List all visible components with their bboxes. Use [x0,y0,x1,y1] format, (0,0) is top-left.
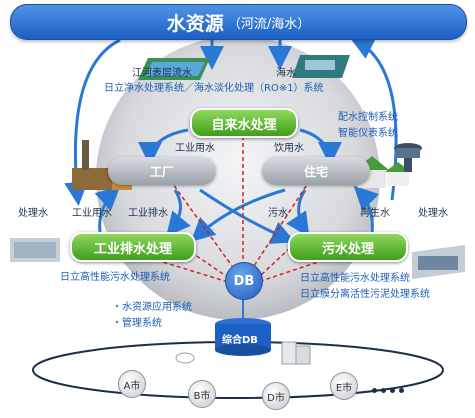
label-industrial-water-left: 工业用水 [72,208,112,219]
monitor-icon [175,352,195,364]
db-system-item-2: ・管理系统 [112,314,162,329]
label-industrial-water-top: 工业用水 [175,143,215,154]
bullet: ・ [112,302,122,313]
label-right-sewage-system: 日立高性能污水处理系统 [300,273,410,284]
bullet: ・ [112,318,122,329]
label-sewage-water: 污水 [268,208,288,219]
label-distribution-control: 配水控制系统 [338,112,398,123]
water-resource-title: 水资源 （河流/海水） [10,4,467,40]
db-node: DB [225,262,263,300]
arrow-industrial-water [138,128,189,166]
label-seawater: 海水 [276,68,296,79]
integrated-db-label: 综合DB [222,335,258,346]
arrow-industrial-discharge [166,189,191,237]
city-b: B市 [188,380,216,408]
label-left-sewage-system: 日立高性能污水处理系统 [60,272,170,283]
label-membrane-system: 日立膜分离活性污泥处理系统 [300,289,430,300]
city-c: D市 [262,382,290,410]
water-tower-icon [394,143,422,172]
label-smart-meter: 智能仪表系统 [338,128,398,139]
sewage-plant-icon [412,245,465,279]
river-photo [138,58,210,80]
db-system-item-1: ・水资源应用系统 [112,298,192,313]
label-treated-water-left: 处理水 [18,208,48,219]
label-river-surface: 江河表层流水 [132,68,192,79]
title-main: 水资源 [166,12,224,35]
database-icon [215,318,271,356]
label-purification-system: 日立净水处理系统／海水淡化处理（RO※1）系统 [104,83,324,94]
arrow-sewage [286,189,310,237]
label-water-resource-app: 水资源应用系统 [122,302,192,313]
more-cities-ellipsis [372,378,408,397]
arrow-drinking-water [299,128,342,166]
industrial-plant-icon [10,238,60,262]
residence-node: 住宅 [262,157,370,185]
sewage-treatment-node: 污水处理 [288,232,408,262]
label-drinking-water: 饮用水 [274,143,304,154]
tap-water-node: 自来水处理 [190,108,298,138]
label-management-system: 管理系统 [122,318,162,329]
arrow-recycled [353,185,380,233]
city-e: E市 [330,372,358,400]
server-icon [281,341,311,365]
arrow-cross-2 [190,188,286,243]
factory-node: 工厂 [108,157,216,185]
city-a: A市 [118,370,146,398]
seawater-plant-photo [292,55,350,78]
arrow-industrial-reuse [94,185,121,233]
industrial-wastewater-node: 工业排水处理 [70,232,196,262]
label-industrial-discharge: 工业排水 [128,208,168,219]
label-treated-water-right: 处理水 [418,208,448,219]
title-sub: （河流/海水） [227,16,311,32]
label-recycled-water: 再生水 [360,208,390,219]
